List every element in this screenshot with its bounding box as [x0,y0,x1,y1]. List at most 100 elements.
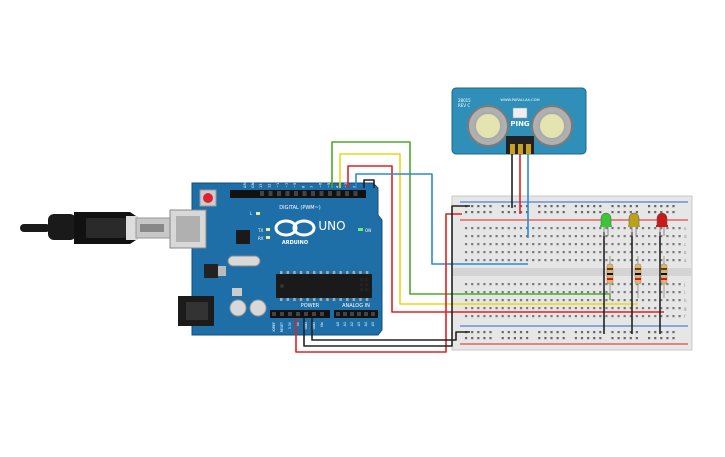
power-pin[interactable] [320,312,324,316]
rail-hole[interactable] [648,211,651,214]
terminal-hole[interactable] [660,235,663,238]
power-pin[interactable] [280,312,284,316]
terminal-hole[interactable] [471,227,474,230]
rail-hole[interactable] [617,205,620,208]
rail-hole[interactable] [513,337,516,340]
terminal-hole[interactable] [556,227,559,230]
terminal-hole[interactable] [599,315,602,318]
rail-hole[interactable] [611,211,614,214]
terminal-hole[interactable] [544,307,547,310]
terminal-hole[interactable] [611,307,614,310]
terminal-hole[interactable] [629,235,632,238]
terminal-hole[interactable] [660,259,663,262]
terminal-hole[interactable] [599,307,602,310]
rail-hole[interactable] [623,211,626,214]
rail-hole[interactable] [513,205,516,208]
terminal-hole[interactable] [513,299,516,302]
terminal-hole[interactable] [465,227,468,230]
rail-hole[interactable] [477,337,480,340]
terminal-hole[interactable] [611,251,614,254]
rail-hole[interactable] [544,211,547,214]
terminal-hole[interactable] [617,251,620,254]
terminal-hole[interactable] [654,235,657,238]
terminal-hole[interactable] [556,315,559,318]
rail-hole[interactable] [526,337,529,340]
terminal-hole[interactable] [605,235,608,238]
terminal-hole[interactable] [501,299,504,302]
terminal-hole[interactable] [617,259,620,262]
terminal-hole[interactable] [641,251,645,254]
digital-pin[interactable] [302,191,307,196]
terminal-hole[interactable] [574,315,577,318]
rail-hole[interactable] [574,337,577,340]
terminal-hole[interactable] [556,299,559,302]
terminal-hole[interactable] [526,243,529,246]
terminal-hole[interactable] [580,243,584,246]
terminal-hole[interactable] [519,251,523,254]
rail-hole[interactable] [544,337,547,340]
terminal-hole[interactable] [550,291,553,294]
terminal-hole[interactable] [580,299,584,302]
terminal-hole[interactable] [666,315,669,318]
terminal-hole[interactable] [666,243,669,246]
terminal-hole[interactable] [623,235,626,238]
terminal-hole[interactable] [507,283,510,286]
terminal-hole[interactable] [587,259,590,262]
terminal-hole[interactable] [611,243,614,246]
terminal-hole[interactable] [477,299,480,302]
terminal-hole[interactable] [587,251,590,254]
terminal-hole[interactable] [654,291,657,294]
terminal-hole[interactable] [617,291,620,294]
terminal-hole[interactable] [605,307,608,310]
rail-hole[interactable] [599,205,602,208]
terminal-hole[interactable] [483,283,486,286]
rail-hole[interactable] [538,331,541,334]
terminal-hole[interactable] [507,307,510,310]
terminal-hole[interactable] [672,227,675,230]
analog-pin[interactable] [350,312,354,316]
terminal-hole[interactable] [580,235,584,238]
rail-hole[interactable] [635,211,638,214]
rail-hole[interactable] [562,211,565,214]
rail-hole[interactable] [477,211,480,214]
rail-hole[interactable] [507,211,510,214]
terminal-hole[interactable] [538,259,541,262]
terminal-hole[interactable] [483,227,486,230]
rail-hole[interactable] [562,205,565,208]
terminal-hole[interactable] [660,227,663,230]
terminal-hole[interactable] [550,227,553,230]
terminal-hole[interactable] [599,259,602,262]
terminal-hole[interactable] [599,299,602,302]
terminal-hole[interactable] [477,251,480,254]
rail-hole[interactable] [507,205,510,208]
terminal-hole[interactable] [587,227,590,230]
terminal-hole[interactable] [574,299,577,302]
terminal-hole[interactable] [550,251,553,254]
terminal-hole[interactable] [641,235,645,238]
terminal-hole[interactable] [483,235,486,238]
terminal-hole[interactable] [550,283,553,286]
rail-hole[interactable] [477,331,480,334]
rail-hole[interactable] [654,331,657,334]
terminal-hole[interactable] [678,227,681,230]
rail-hole[interactable] [623,337,626,340]
rail-hole[interactable] [593,331,596,334]
terminal-hole[interactable] [587,307,590,310]
terminal-hole[interactable] [501,235,504,238]
terminal-hole[interactable] [641,259,645,262]
terminal-hole[interactable] [544,291,547,294]
terminal-hole[interactable] [568,315,571,318]
terminal-hole[interactable] [495,283,498,286]
terminal-hole[interactable] [635,307,638,310]
rail-hole[interactable] [660,205,663,208]
terminal-hole[interactable] [605,315,608,318]
terminal-hole[interactable] [635,227,638,230]
terminal-hole[interactable] [568,251,571,254]
terminal-hole[interactable] [629,283,632,286]
terminal-hole[interactable] [471,291,474,294]
rail-hole[interactable] [501,331,504,334]
terminal-hole[interactable] [471,315,474,318]
terminal-hole[interactable] [507,243,510,246]
rail-hole[interactable] [666,211,669,214]
terminal-hole[interactable] [568,291,571,294]
